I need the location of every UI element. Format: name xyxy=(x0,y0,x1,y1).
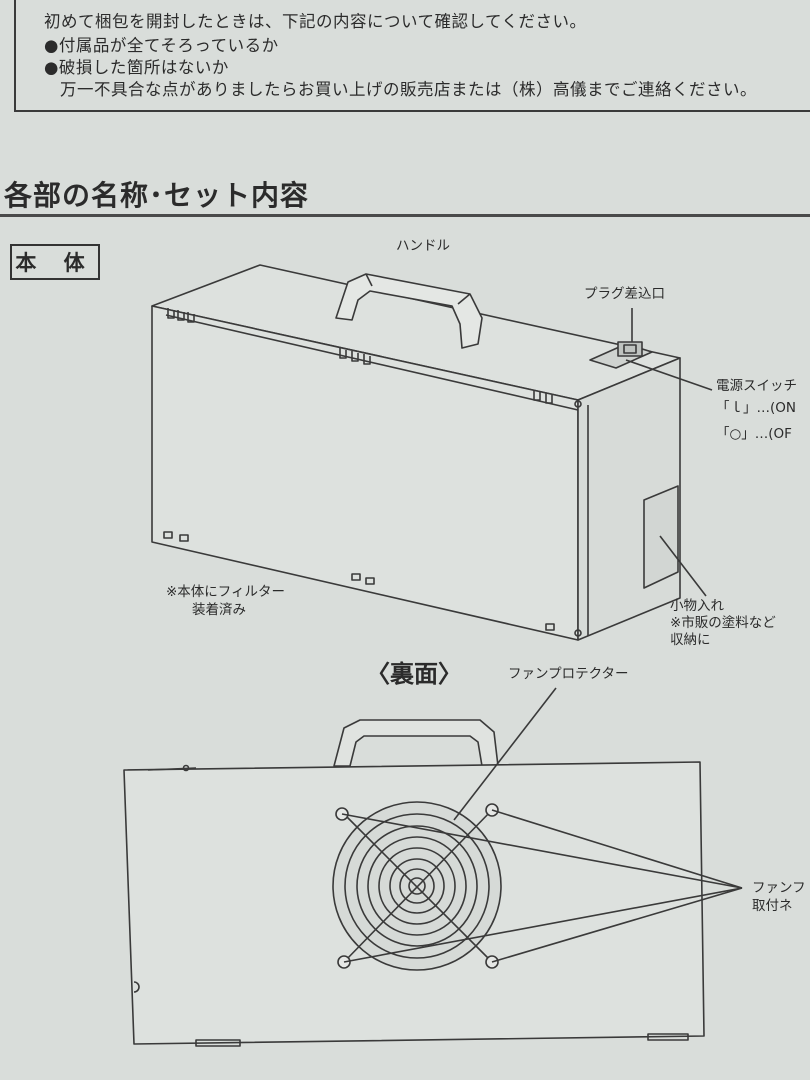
notice-contact: 万一不具合な点がありましたらお買い上げの販売店または（株）高儀までご連絡ください… xyxy=(60,80,757,99)
switch-on-label: 「ｌ」…(ON xyxy=(716,400,796,416)
switch-off-label: 「○」…(OF xyxy=(716,426,792,442)
notice-intro: 初めて梱包を開封したときは、下記の内容について確認してください。 xyxy=(44,12,587,31)
main-unit-heading: 本 体 xyxy=(10,244,100,280)
handle-label: ハンドル xyxy=(396,238,450,254)
storage-label: 小物入れ xyxy=(670,598,724,614)
main-unit-drawing xyxy=(151,264,713,641)
fan-screw-label-line1: ファンフ xyxy=(752,880,806,896)
filter-note-line1: ※本体にフィルター xyxy=(166,584,286,600)
fan-protector-label: ファンプロテクター xyxy=(508,666,629,682)
plug-inlet-label: プラグ差込口 xyxy=(584,286,665,302)
notice-box: 初めて梱包を開封したときは、下記の内容について確認してください。 ●付属品が全て… xyxy=(14,0,810,112)
section-title: 各部の名称･セット内容 xyxy=(4,179,310,212)
notice-item-accessories: ●付属品が全てそろっているか xyxy=(44,36,279,55)
storage-note-line2: 収納に xyxy=(670,632,711,648)
back-view-heading: 〈裏面〉 xyxy=(366,660,462,688)
notice-item-damage: ●破損した箇所はないか xyxy=(44,58,229,77)
storage-note-line1: ※市販の塗料など xyxy=(670,615,776,631)
back-view-drawing xyxy=(123,687,743,1047)
fan-screw-label-line2: 取付ネ xyxy=(752,898,793,914)
power-switch-label: 電源スイッチ xyxy=(716,378,797,394)
filter-note-line2: 装着済み xyxy=(192,602,246,618)
section-divider xyxy=(0,214,810,217)
